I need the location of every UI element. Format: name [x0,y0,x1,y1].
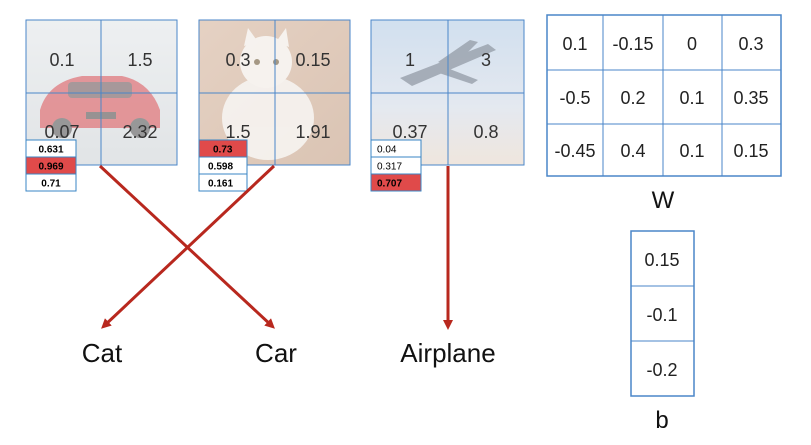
airplane-score-cell-3 [370,173,422,192]
weight-matrix-label: W [652,187,675,214]
cat-pixel-4: 1.91 [295,122,330,142]
b-cell-2: -0.1 [646,305,677,325]
airplane-pixel-1: 1 [405,50,415,70]
airplane-score-3: 0.707 [377,179,402,190]
w-cell-2-4: 0.35 [733,88,768,108]
airplane-pixel-2: 3 [481,50,491,70]
car-score-3: 0.71 [41,179,61,190]
car-pixel-4: 2.32 [122,122,157,142]
b-cell-1: 0.15 [644,250,679,270]
car-score-2: 0.969 [38,162,63,173]
car-score-1: 0.631 [38,145,63,156]
w-cell-1-4: 0.3 [738,34,763,54]
w-cell-2-3: 0.1 [679,88,704,108]
w-cell-3-1: -0.45 [554,141,595,161]
airplane-score-1: 0.04 [377,145,397,156]
car-pixel-1: 0.1 [49,50,74,70]
w-cell-3-3: 0.1 [679,141,704,161]
image-car: 0.1 1.5 0.07 2.32 [25,19,178,166]
cat-score-cell-3 [198,173,248,192]
arrow-car-image-to-car-label [98,164,275,329]
w-cell-3-4: 0.15 [733,141,768,161]
cat-score-1: 0.73 [213,145,233,156]
car-pixel-2: 1.5 [127,50,152,70]
airplane-pixel-3: 0.37 [392,122,427,142]
car-score-cell-3 [25,173,77,192]
classification-arrows [98,164,453,330]
class-label-cat: Cat [82,338,123,368]
class-label-car: Car [255,338,297,368]
cat-pixel-2: 0.15 [295,50,330,70]
b-cell-3: -0.2 [646,360,677,380]
w-cell-3-2: 0.4 [620,141,645,161]
airplane-score-vector: 0.04 0.317 0.707 [370,139,422,192]
car-pixel-3: 0.07 [44,122,79,142]
airplane-score-2: 0.317 [377,162,402,173]
bias-vector: 0.15 -0.1 -0.2 [630,230,695,397]
w-cell-2-2: 0.2 [620,88,645,108]
airplane-pixel-4: 0.8 [473,122,498,142]
bias-vector-label: b [655,407,668,434]
w-cell-1-3: 0 [687,34,697,54]
cat-score-3: 0.161 [208,179,233,190]
class-label-airplane: Airplane [400,338,495,368]
cat-score-vector: 0.73 0.598 0.161 [198,139,248,192]
w-cell-2-1: -0.5 [559,88,590,108]
cat-pixel-3: 1.5 [225,122,250,142]
cat-picture [222,28,314,160]
w-cell-1-1: 0.1 [562,34,587,54]
cat-pixel-1: 0.3 [225,50,250,70]
car-score-vector: 0.631 0.969 0.71 [25,139,77,192]
arrow-cat-image-to-cat-label [101,164,276,329]
cat-score-2: 0.598 [208,162,233,173]
weight-matrix: 0.1 -0.15 0 0.3 -0.5 0.2 0.1 0.35 -0.45 … [546,14,782,177]
w-cell-1-2: -0.15 [612,34,653,54]
